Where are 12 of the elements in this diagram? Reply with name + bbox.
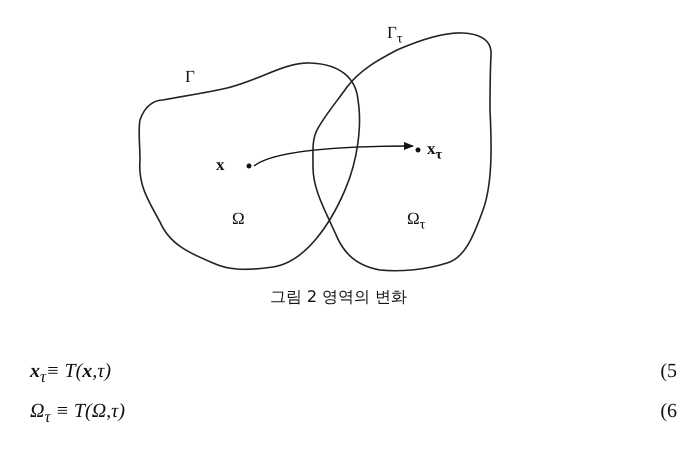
- equation-number: (5: [660, 360, 677, 383]
- figure-caption: 그림 2 영역의 변화: [268, 287, 408, 308]
- equation: x$_{τ}$≡ T(x,τ): [30, 360, 112, 387]
- boundary-label: Γ: [185, 68, 195, 85]
- boundary-label: Γ$_{τ}$: [387, 24, 403, 46]
- region-label: Ω: [232, 210, 245, 227]
- region-label: Ω$_{τ}$: [407, 210, 426, 232]
- equation-number: (6: [660, 400, 677, 423]
- point-label: x: [216, 156, 224, 173]
- arrow: [254, 142, 414, 167]
- equation: Ω$_{τ}$ ≡ T(Ω,τ): [30, 400, 125, 427]
- point-label: x$_{τ}$: [427, 140, 442, 162]
